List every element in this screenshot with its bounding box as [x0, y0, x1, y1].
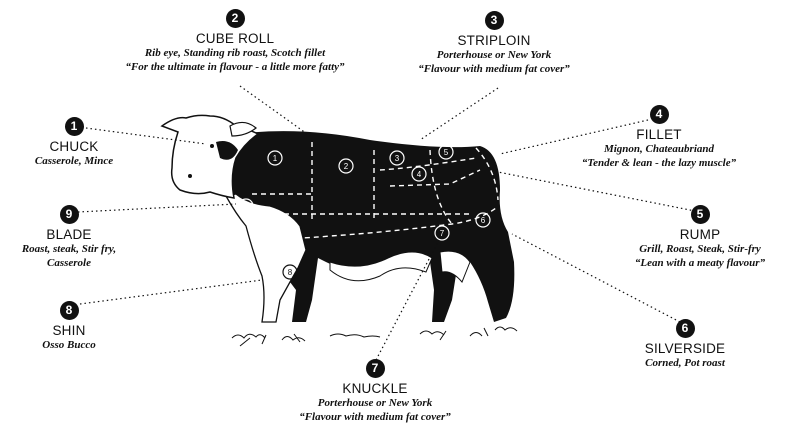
cut-description: Grill, Roast, Steak, Stir-fry [616, 243, 784, 256]
svg-text:7: 7 [440, 229, 445, 238]
cut-quote: “For the ultimate in flavour - a little … [90, 61, 380, 74]
cut-label-chuck: 1 CHUCK Casserole, Mince [14, 116, 134, 169]
cut-number-badge: 7 [366, 359, 385, 378]
svg-text:6: 6 [481, 216, 486, 225]
svg-text:8: 8 [288, 268, 293, 277]
cut-label-shin: 8 SHIN Osso Bucco [14, 300, 124, 353]
cut-label-silverside: 6 SILVERSIDE Corned, Pot roast [620, 318, 750, 371]
svg-text:2: 2 [344, 162, 349, 171]
cut-description: Roast, steak, Stir fry, [6, 243, 132, 256]
svg-text:5: 5 [444, 148, 449, 157]
cut-quote: “Flavour with medium fat cover” [394, 63, 594, 76]
cut-number-badge: 9 [60, 205, 79, 224]
cut-quote: “Tender & lean - the lazy muscle” [566, 157, 752, 170]
cut-label-fillet: 4 FILLET Mignon, Chateaubriand “Tender &… [566, 104, 752, 170]
cow-nostril [188, 174, 192, 178]
cut-number-badge: 8 [60, 301, 79, 320]
cut-label-blade: 9 BLADE Roast, steak, Stir fry, Casserol… [6, 204, 132, 270]
cut-number-badge: 4 [650, 105, 669, 124]
cut-description: Casserole, Mince [14, 155, 134, 168]
cut-description: Corned, Pot roast [620, 357, 750, 370]
cut-name: SILVERSIDE [620, 341, 750, 357]
cut-description: Rib eye, Standing rib roast, Scotch fill… [90, 47, 380, 60]
cut-label-knuckle: 7 KNUCKLE Porterhouse or New York “Flavo… [270, 358, 480, 424]
cut-name: BLADE [6, 227, 132, 243]
cut-description: Porterhouse or New York [270, 397, 480, 410]
cut-number-badge: 2 [226, 9, 245, 28]
cut-number-badge: 1 [65, 117, 84, 136]
svg-text:3: 3 [395, 154, 400, 163]
cut-quote: Casserole [6, 257, 132, 270]
cow-eye [210, 144, 214, 148]
cut-name: KNUCKLE [270, 381, 480, 397]
cut-description: Porterhouse or New York [394, 49, 594, 62]
cut-name: CUBE ROLL [90, 31, 380, 47]
cut-name: CHUCK [14, 139, 134, 155]
grass [232, 327, 517, 346]
cut-description: Osso Bucco [14, 339, 124, 352]
svg-text:9: 9 [244, 202, 249, 211]
svg-text:4: 4 [417, 170, 422, 179]
cut-label-striploin: 3 STRIPLOIN Porterhouse or New York “Fla… [394, 10, 594, 76]
cut-number-badge: 6 [676, 319, 695, 338]
cut-quote: “Lean with a meaty flavour” [616, 257, 784, 270]
svg-text:1: 1 [273, 154, 278, 163]
cut-name: SHIN [14, 323, 124, 339]
cut-name: STRIPLOIN [394, 33, 594, 49]
cut-description: Mignon, Chateaubriand [566, 143, 752, 156]
cut-label-rump: 5 RUMP Grill, Roast, Steak, Stir-fry “Le… [616, 204, 784, 270]
cut-quote: “Flavour with medium fat cover” [270, 411, 480, 424]
cut-label-cube-roll: 2 CUBE ROLL Rib eye, Standing rib roast,… [90, 8, 380, 74]
cut-number-badge: 3 [485, 11, 504, 30]
cut-name: RUMP [616, 227, 784, 243]
cut-number-badge: 5 [691, 205, 710, 224]
cut-name: FILLET [566, 127, 752, 143]
